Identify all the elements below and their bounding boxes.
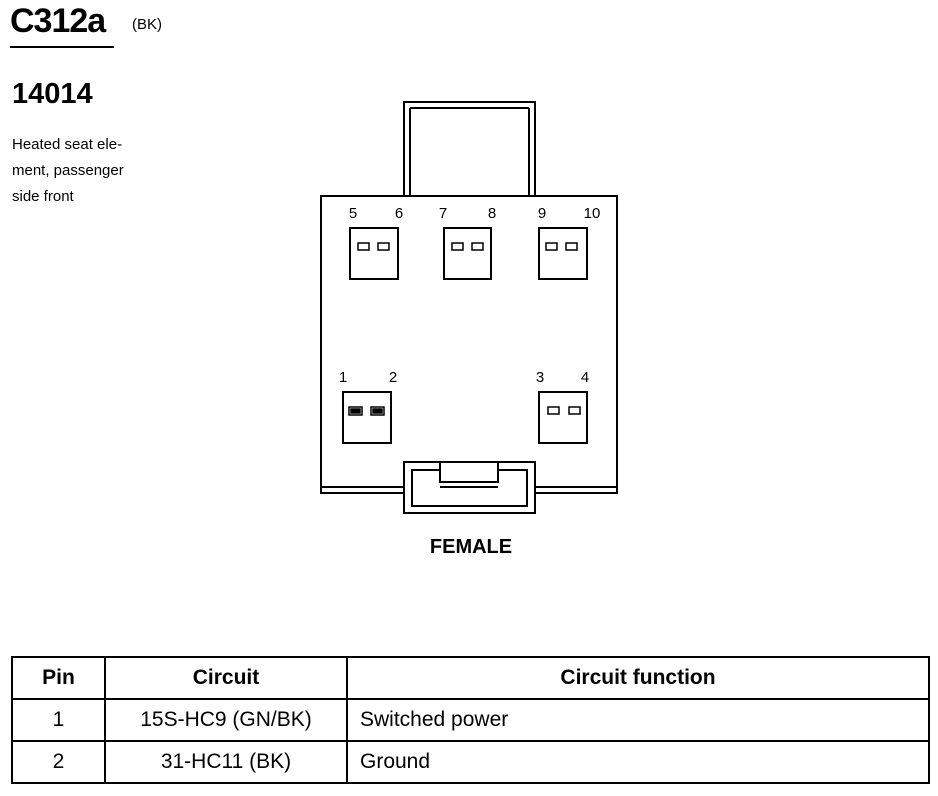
pin-label-2: 2 <box>389 369 397 386</box>
connector-color: (BK) <box>132 16 162 33</box>
pin-label-4: 4 <box>581 369 589 386</box>
pin-label-6: 6 <box>395 205 403 222</box>
pin-label-8: 8 <box>488 205 496 222</box>
part-number: 14014 <box>12 78 93 110</box>
connector-id-underline <box>10 46 114 48</box>
gender-label: FEMALE <box>430 536 512 558</box>
pin-label-10: 10 <box>584 205 601 222</box>
terminal-2-fill <box>372 408 383 414</box>
table-header-row: Pin Circuit Circuit function <box>11 656 930 700</box>
cell-function: Switched power <box>346 698 930 742</box>
terminal-3 <box>547 406 560 415</box>
header-circuit: Circuit <box>104 656 348 700</box>
cavity-5-6 <box>349 227 399 280</box>
description-line: Heated seat ele- <box>12 136 123 153</box>
terminal-9 <box>545 242 558 251</box>
terminal-5 <box>357 242 370 251</box>
locking-tab <box>403 101 536 196</box>
cell-pin: 1 <box>11 698 106 742</box>
cell-function: Ground <box>346 740 930 784</box>
table-row: 1 15S-HC9 (GN/BK) Switched power <box>11 698 930 742</box>
table-row: 2 31-HC11 (BK) Ground <box>11 740 930 784</box>
description-line: side front <box>12 188 74 205</box>
header-circuit-function: Circuit function <box>346 656 930 700</box>
pin-label-9: 9 <box>538 205 546 222</box>
pin-label-1: 1 <box>339 369 347 386</box>
header-pin: Pin <box>11 656 106 700</box>
pin-label-5: 5 <box>349 205 357 222</box>
cell-circuit: 31-HC11 (BK) <box>104 740 348 784</box>
connector-body <box>320 195 618 494</box>
pinout-table: Pin Circuit Circuit function 1 15S-HC9 (… <box>11 656 930 784</box>
bottom-latch-key <box>439 461 499 483</box>
terminal-6 <box>377 242 390 251</box>
terminal-10 <box>565 242 578 251</box>
cavity-7-8 <box>443 227 492 280</box>
connector-face-diagram: 5 6 7 8 9 10 1 2 3 4 FEMALE <box>320 101 618 558</box>
connector-id: C312a <box>10 2 106 40</box>
cavity-9-10 <box>538 227 588 280</box>
terminal-4 <box>568 406 581 415</box>
terminal-7 <box>451 242 464 251</box>
connector-description: Heated seat ele- ment, passenger side fr… <box>12 132 162 210</box>
terminal-8 <box>471 242 484 251</box>
pin-label-3: 3 <box>536 369 544 386</box>
terminal-1-fill <box>350 408 361 414</box>
cell-circuit: 15S-HC9 (GN/BK) <box>104 698 348 742</box>
cavity-1-2 <box>342 391 392 444</box>
pin-label-7: 7 <box>439 205 447 222</box>
cavity-3-4 <box>538 391 588 444</box>
cell-pin: 2 <box>11 740 106 784</box>
description-line: ment, passenger <box>12 162 124 179</box>
